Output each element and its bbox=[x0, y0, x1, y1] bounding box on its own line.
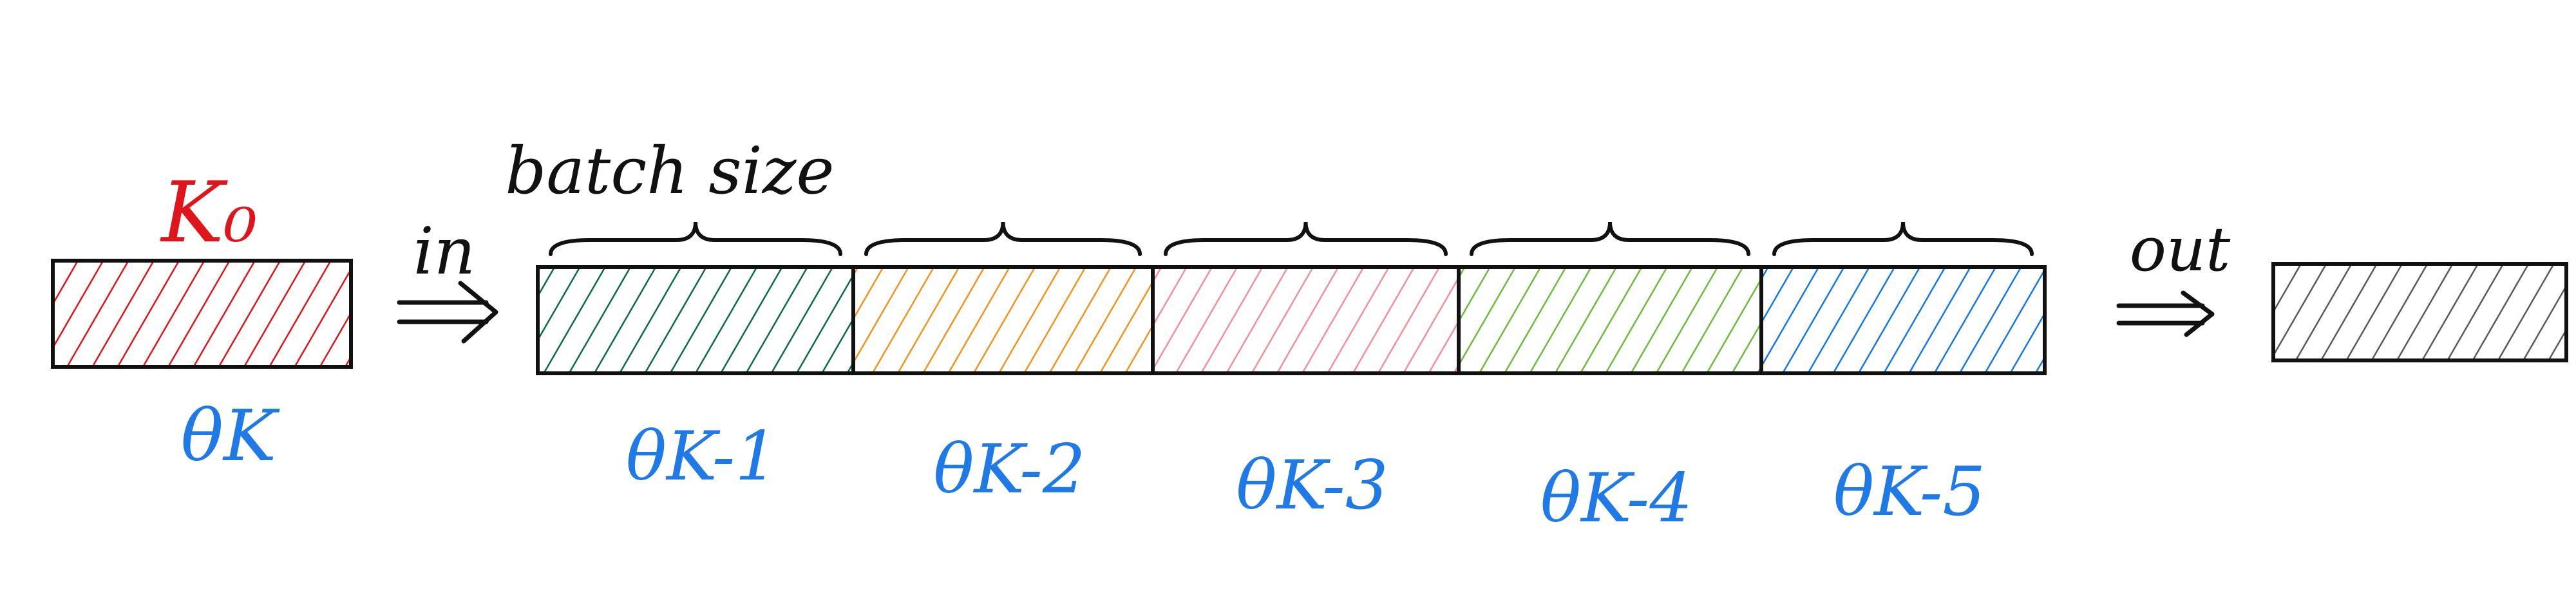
batch-brace-3 bbox=[1164, 221, 1448, 256]
out-arrow-head bbox=[2181, 290, 2215, 337]
in-arrow-label: in bbox=[413, 214, 475, 289]
output-block bbox=[2271, 262, 2568, 362]
queue-segment-2-fill bbox=[853, 267, 1153, 373]
input-block-top-label: K₀ bbox=[160, 163, 257, 261]
batch-brace-1 bbox=[549, 221, 842, 256]
batch-brace-2 bbox=[864, 221, 1142, 256]
queue-segment-5-label: θK-5 bbox=[1833, 452, 1985, 531]
queue-segment-4-label: θK-4 bbox=[1540, 459, 1692, 537]
queue-segment-1-fill bbox=[538, 267, 853, 373]
batch-brace-5 bbox=[1772, 221, 2034, 256]
out-arrow-label: out bbox=[2130, 214, 2231, 285]
in-arrow: in bbox=[397, 214, 498, 344]
queue-block: θK-1 θK-2 θK-3 θK-4 θK-5 bbox=[536, 221, 2047, 537]
batch-size-label: batch size bbox=[505, 133, 834, 209]
queue-segment-5-fill bbox=[1761, 267, 2045, 373]
queue-segment-3-fill bbox=[1153, 267, 1459, 373]
queue-segment-3-label: θK-3 bbox=[1236, 446, 1388, 525]
input-block-border bbox=[51, 259, 353, 369]
queue-segment-4-fill bbox=[1459, 267, 1761, 373]
input-block-fill bbox=[53, 261, 351, 367]
input-block: K₀ θK bbox=[51, 163, 353, 477]
batch-brace-4 bbox=[1470, 221, 1750, 256]
queue-border bbox=[536, 265, 2047, 375]
queue-segment-1-label: θK-1 bbox=[626, 417, 778, 496]
output-block-border bbox=[2271, 262, 2568, 362]
input-block-bottom-label: θK bbox=[181, 395, 280, 477]
output-block-fill bbox=[2273, 264, 2566, 360]
queue-segment-2-label: θK-2 bbox=[933, 430, 1085, 508]
out-arrow: out bbox=[2116, 214, 2231, 337]
in-arrow-head bbox=[458, 281, 498, 344]
